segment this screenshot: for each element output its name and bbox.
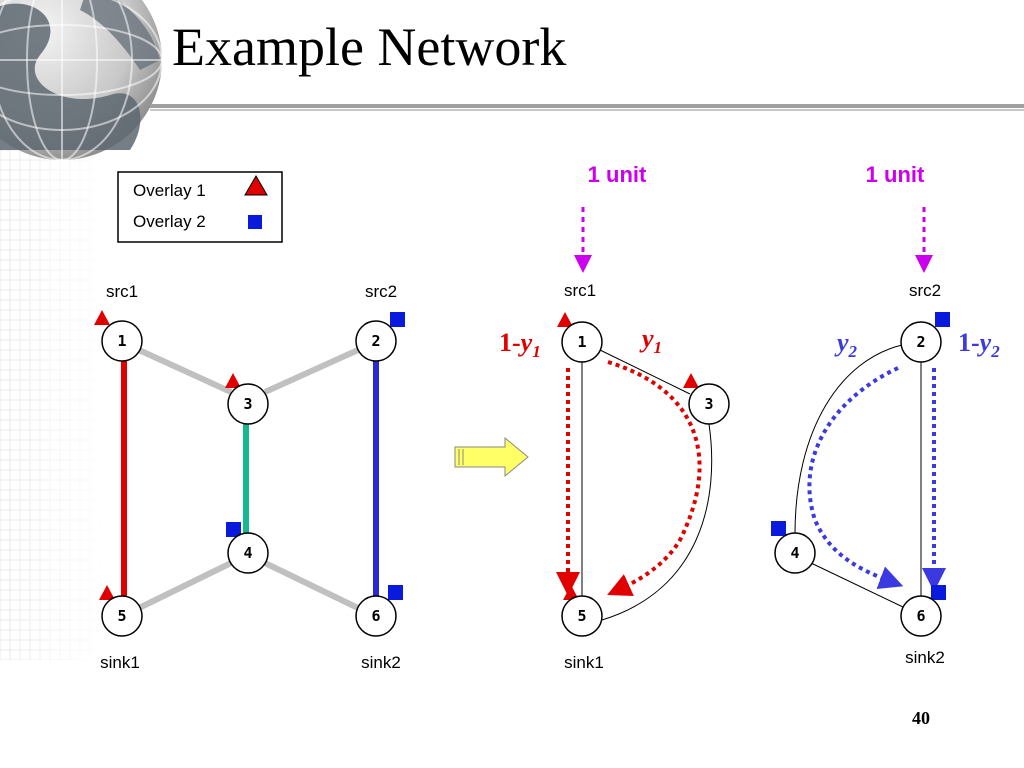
overlay1-graph: 1 unit src1 1 3 — [499, 162, 730, 672]
svg-text:4: 4 — [790, 544, 799, 562]
node-caption-sink2: sink2 — [361, 653, 401, 672]
node-4: 4 — [774, 532, 816, 574]
overlay1-marker-icon — [563, 585, 579, 600]
node-caption-sink1: sink1 — [100, 653, 140, 672]
node-5: 5 — [561, 595, 603, 637]
node-3: 3 — [688, 383, 730, 425]
node-5: 5 — [101, 595, 143, 637]
overlay2-marker-icon — [390, 312, 405, 327]
square-marker-icon — [248, 215, 262, 229]
overlay1-marker-icon — [557, 312, 573, 327]
legend-overlay1-label: Overlay 1 — [133, 181, 206, 200]
svg-text:2: 2 — [916, 333, 925, 351]
overlay2-input-label: 1 unit — [866, 162, 925, 187]
overlay1-marker-icon — [225, 373, 241, 388]
svg-text:5: 5 — [577, 607, 586, 625]
node-2: 2 — [900, 321, 942, 363]
background-grid — [0, 140, 110, 660]
node-2: 2 — [355, 320, 397, 362]
node-caption-sink1: sink1 — [564, 653, 604, 672]
title-underline — [150, 104, 1024, 111]
edge-2-4 — [794, 344, 903, 535]
overlay1-marker-icon — [94, 310, 110, 325]
triangle-marker-icon — [244, 175, 268, 196]
overlay1-relay-flow — [607, 360, 702, 596]
svg-text:6: 6 — [916, 607, 925, 625]
node-caption-src2: src2 — [365, 282, 397, 301]
legend-overlay2-label: Overlay 2 — [133, 212, 206, 231]
overlay2-marker-icon — [935, 312, 950, 327]
svg-text:1: 1 — [577, 333, 586, 351]
node-6: 6 — [900, 595, 942, 637]
edge-2-3 — [263, 347, 360, 395]
slide-number: 40 — [912, 708, 930, 728]
overlay2-graph: 1 unit src2 2 4 — [771, 162, 1000, 667]
legend: Overlay 1 Overlay 2 — [117, 171, 283, 243]
svg-text:4: 4 — [243, 544, 252, 562]
svg-text:5: 5 — [117, 607, 126, 625]
overlay1-marker-icon — [683, 373, 699, 388]
svg-text:1: 1 — [117, 332, 126, 350]
svg-text:3: 3 — [704, 395, 713, 413]
node-1: 1 — [561, 321, 603, 363]
overlay2-relay-flow-label: y2 — [834, 328, 858, 361]
edge-6-4 — [263, 560, 360, 611]
overlay1-direct-flow-label: 1-y1 — [499, 328, 541, 361]
node-caption-src1: src1 — [564, 281, 596, 300]
svg-text:6: 6 — [371, 607, 380, 625]
node-1: 1 — [101, 320, 143, 362]
node-caption-sink2: sink2 — [905, 648, 945, 667]
edge-1-3 — [599, 349, 691, 395]
overlay1-input-label: 1 unit — [588, 162, 647, 187]
node-6: 6 — [355, 595, 397, 637]
globe-logo — [0, 0, 163, 161]
edge-1-3 — [137, 347, 233, 395]
svg-text:2: 2 — [371, 332, 380, 350]
node-4: 4 — [227, 532, 269, 574]
edge-3-5 — [601, 423, 713, 621]
overlay2-marker-icon — [771, 521, 786, 536]
overlay2-direct-flow-label: 1-y2 — [958, 328, 1000, 361]
edge-5-4 — [137, 560, 233, 611]
overlay2-marker-icon — [931, 585, 946, 600]
overlay2-relay-flow — [807, 366, 904, 590]
node-caption-src2: src2 — [909, 281, 941, 300]
node-3: 3 — [227, 383, 269, 425]
overlay1-marker-icon — [99, 585, 115, 600]
overlay2-marker-icon — [388, 585, 403, 600]
svg-text:3: 3 — [243, 395, 252, 413]
edge-4-6 — [810, 562, 904, 608]
overlay1-relay-flow-label: y1 — [639, 324, 662, 357]
overlay2-marker-icon — [226, 522, 241, 537]
left-network: 1 2 3 4 5 6 src1 s — [94, 282, 405, 672]
block-arrow-right-icon — [454, 436, 529, 478]
slide-title: Example Network — [172, 17, 567, 77]
node-caption-src1: src1 — [106, 282, 138, 301]
